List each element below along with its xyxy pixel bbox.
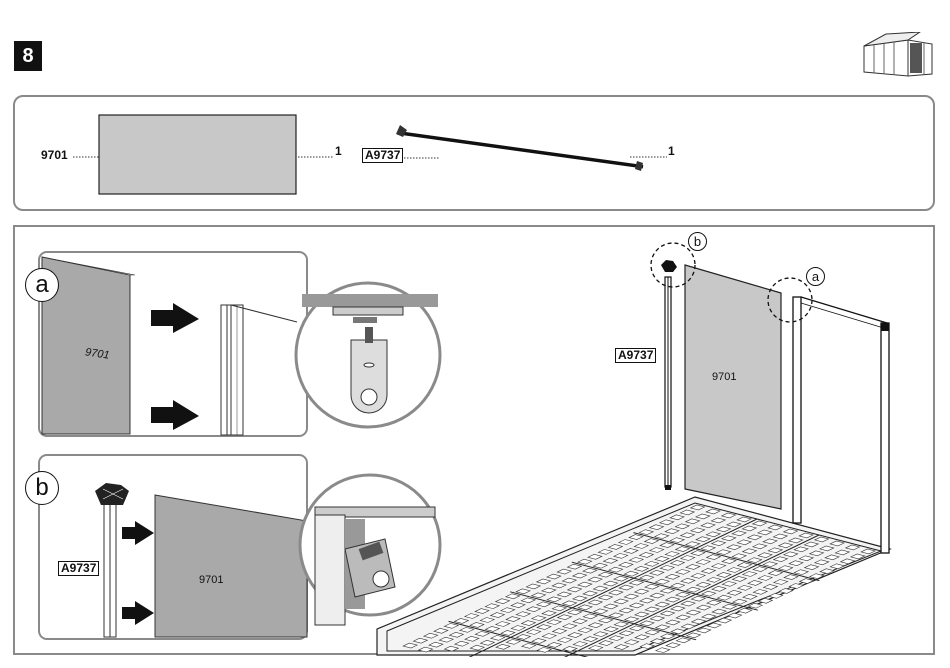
main-profile-code: A9737 xyxy=(615,348,656,363)
step-number-badge: 8 xyxy=(14,41,42,71)
assembly-panel: a 9701 b 9701 A9737 9701 A9737 b a xyxy=(13,225,935,655)
detail-b-panel-code: 9701 xyxy=(199,574,223,586)
main-callout-b: b xyxy=(688,232,707,251)
detail-b-box xyxy=(39,455,440,639)
detail-a-box xyxy=(39,252,440,436)
main-callout-a: a xyxy=(806,267,825,286)
panel-9701-assembly xyxy=(685,265,781,509)
part-quantity-a9737: 1 xyxy=(668,144,675,158)
floor-cell xyxy=(656,648,670,653)
shed-thumbnail-icon xyxy=(860,32,936,83)
floor-cell xyxy=(687,633,701,638)
profile-a9737-part xyxy=(396,125,643,171)
parts-list-panel: 9701 1 A9737 1 xyxy=(13,95,935,211)
floor-cell xyxy=(676,638,690,643)
detail-a-label: a xyxy=(25,268,59,302)
part-code-9701: 9701 xyxy=(41,148,68,162)
panel-9701-part xyxy=(99,115,296,194)
shed-frame xyxy=(793,297,889,553)
part-quantity-9701: 1 xyxy=(335,144,342,158)
main-panel-code: 9701 xyxy=(712,371,736,383)
part-code-a9737: A9737 xyxy=(362,148,403,163)
detail-b-profile-code: A9737 xyxy=(58,561,99,576)
floor-cell xyxy=(666,643,680,648)
profile-a9737-assembly xyxy=(661,260,677,490)
detail-b-label: b xyxy=(25,471,59,505)
